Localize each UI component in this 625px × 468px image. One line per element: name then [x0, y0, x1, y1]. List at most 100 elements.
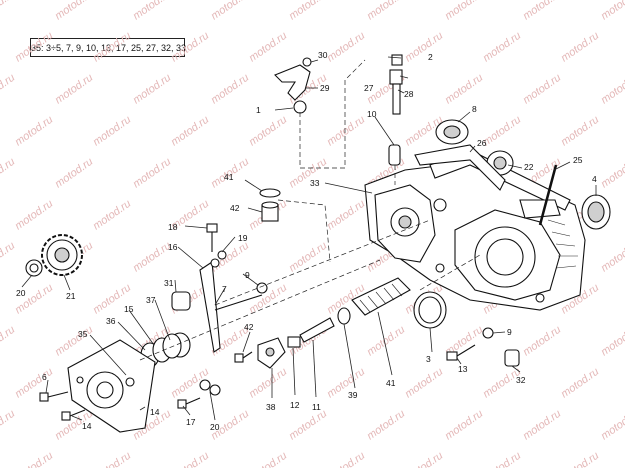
- watermark-text: motod.ru: [169, 450, 211, 468]
- watermark-text: motod.ru: [365, 0, 407, 22]
- watermark-text: motod.ru: [443, 408, 485, 443]
- callout-1: 1: [256, 105, 261, 115]
- watermark-text: motod.ru: [481, 450, 523, 468]
- watermark-text: motod.ru: [325, 198, 367, 233]
- callout-12: 12: [290, 400, 300, 410]
- crankcase: [364, 149, 586, 311]
- callout-5: 8: [472, 104, 477, 114]
- watermark-text: motod.ru: [365, 324, 407, 359]
- side-cover-14: [67, 339, 156, 433]
- watermark-text: motod.ru: [599, 408, 625, 443]
- watermark-text: motod.ru: [0, 324, 17, 359]
- callout-38: 37: [146, 295, 156, 305]
- callout-27: 26: [477, 138, 487, 148]
- callout-3: 3: [426, 354, 431, 364]
- gasket-27: [414, 144, 506, 191]
- callout-44: 42: [244, 322, 254, 332]
- watermark-text: motod.ru: [247, 366, 289, 401]
- watermark-text: motod.ru: [599, 240, 625, 275]
- watermark-text: motod.ru: [247, 450, 289, 468]
- callout-29: 28: [404, 89, 414, 99]
- watermark-text: motod.ru: [521, 0, 563, 22]
- callout-20b: 20: [210, 422, 220, 432]
- plug-33: [504, 349, 520, 367]
- spring-41: [351, 277, 411, 316]
- lever-39: [257, 337, 286, 369]
- callout-41: 41: [386, 378, 396, 388]
- callout-31: 30: [318, 50, 328, 60]
- callout-9b: 9: [507, 327, 512, 337]
- callout-10: 10: [367, 109, 377, 119]
- watermark-text: motod.ru: [287, 240, 329, 275]
- kit-contents-note: 35: 3÷5, 7, 9, 10, 13, 17, 25, 27, 32, 3…: [30, 38, 186, 57]
- watermark-text: motod.ru: [247, 114, 289, 149]
- callout-15: 14: [82, 421, 92, 431]
- callout-14: 14: [150, 407, 160, 417]
- watermark-text: motod.ru: [209, 0, 251, 22]
- watermark-text: motod.ru: [209, 72, 251, 107]
- watermark-text: motod.ru: [325, 30, 367, 65]
- watermark-text: motod.ru: [443, 72, 485, 107]
- leader-lines: [21, 56, 597, 421]
- callout-42: 42: [230, 203, 240, 213]
- pin-12: [287, 336, 301, 348]
- callout-43: 41: [224, 172, 234, 182]
- callout-20a: 19: [238, 233, 248, 243]
- watermark-text: motod.ru: [0, 240, 17, 275]
- watermark-text: motod.ru: [91, 198, 133, 233]
- bolt-44: [234, 351, 253, 363]
- watermark-text: motod.ru: [403, 366, 445, 401]
- stud-26: [538, 164, 558, 226]
- callout-9a: 9: [245, 270, 250, 280]
- bush-32: [171, 291, 191, 311]
- washer-9-left: [256, 282, 268, 294]
- callout-37: 36: [106, 316, 116, 326]
- callout-19: 17: [186, 417, 196, 427]
- watermark-text: motod.ru: [325, 114, 367, 149]
- callout-36: 35: [78, 329, 88, 339]
- watermark-text: motod.ru: [53, 72, 95, 107]
- dash-axis-lower: [139, 259, 381, 361]
- watermark-text: motod.ru: [325, 450, 367, 468]
- watermark-text: motod.ru: [287, 0, 329, 22]
- ring-40: [337, 307, 351, 325]
- watermark-text: motod.ru: [91, 450, 133, 468]
- callout-30: 29: [320, 83, 330, 93]
- bearing-4: [581, 194, 611, 230]
- watermark-text: motod.ru: [0, 408, 17, 443]
- shaft-7: [214, 294, 263, 311]
- watermark-text: motod.ru: [559, 114, 601, 149]
- washers-20: [199, 250, 227, 396]
- callout-26: 25: [573, 155, 583, 165]
- watermark-text: motod.ru: [13, 282, 55, 317]
- callout-32: 31: [164, 278, 174, 288]
- watermark-text: motod.ru: [559, 366, 601, 401]
- watermark-text: motod.ru: [91, 30, 133, 65]
- callout-40: 39: [348, 390, 358, 400]
- callout-7: 7: [222, 284, 227, 294]
- washer-9-right: [482, 327, 494, 339]
- watermark-text: motod.ru: [13, 198, 55, 233]
- watermark-text: motod.ru: [53, 324, 95, 359]
- watermark-text: motod.ru: [0, 0, 17, 22]
- callout-39: 38: [266, 402, 276, 412]
- watermark-text: motod.ru: [247, 282, 289, 317]
- watermark-text: motod.ru: [559, 450, 601, 468]
- watermark-text: motod.ru: [481, 30, 523, 65]
- watermark-text: motod.ru: [403, 450, 445, 468]
- callout-28: 27: [364, 83, 374, 93]
- circlip-21: [25, 259, 43, 277]
- watermark-text: motod.ru: [521, 72, 563, 107]
- watermark-text: motod.ru: [521, 324, 563, 359]
- watermark-text: motod.ru: [53, 156, 95, 191]
- callout-17: 15: [124, 304, 134, 314]
- watermark-text: motod.ru: [599, 324, 625, 359]
- bolt-15: [61, 409, 86, 421]
- callout-labels: 2 30 29 28 27 1 10 8 26 25 22 4 33 41 42…: [16, 50, 597, 432]
- watermark-text: motod.ru: [403, 30, 445, 65]
- watermark-text: motod.ru: [53, 0, 95, 22]
- watermark-text: motod.ru: [559, 30, 601, 65]
- watermark-text: motod.ru: [0, 156, 17, 191]
- bolt-6: [39, 391, 69, 402]
